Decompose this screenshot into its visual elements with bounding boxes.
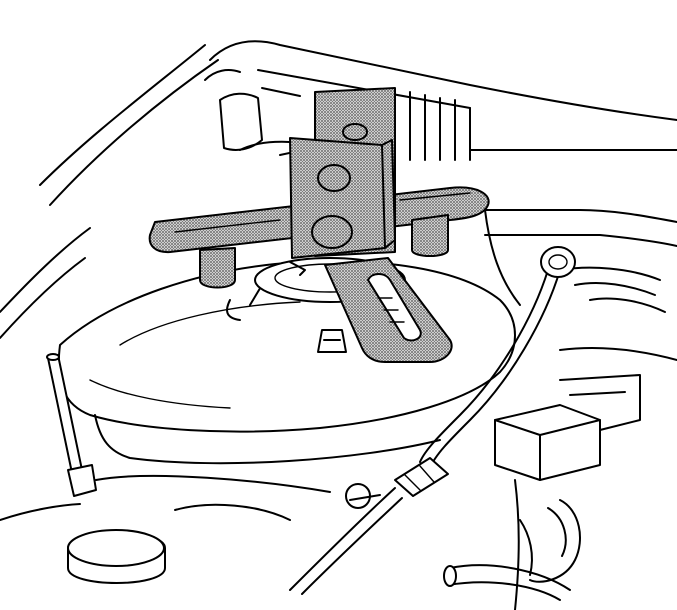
relay-box <box>494 374 641 610</box>
fender-edge-lines <box>0 44 219 339</box>
bottom-hose <box>443 564 571 601</box>
reservoir-cap <box>0 503 291 584</box>
right-inner-panel <box>479 209 677 361</box>
holding-tool <box>148 87 490 363</box>
dipstick <box>46 353 331 497</box>
cowl-panel <box>204 40 677 161</box>
strut-tower <box>57 257 516 465</box>
center-nut <box>317 329 347 353</box>
cable-connector <box>289 457 449 595</box>
cable-line <box>419 246 576 469</box>
